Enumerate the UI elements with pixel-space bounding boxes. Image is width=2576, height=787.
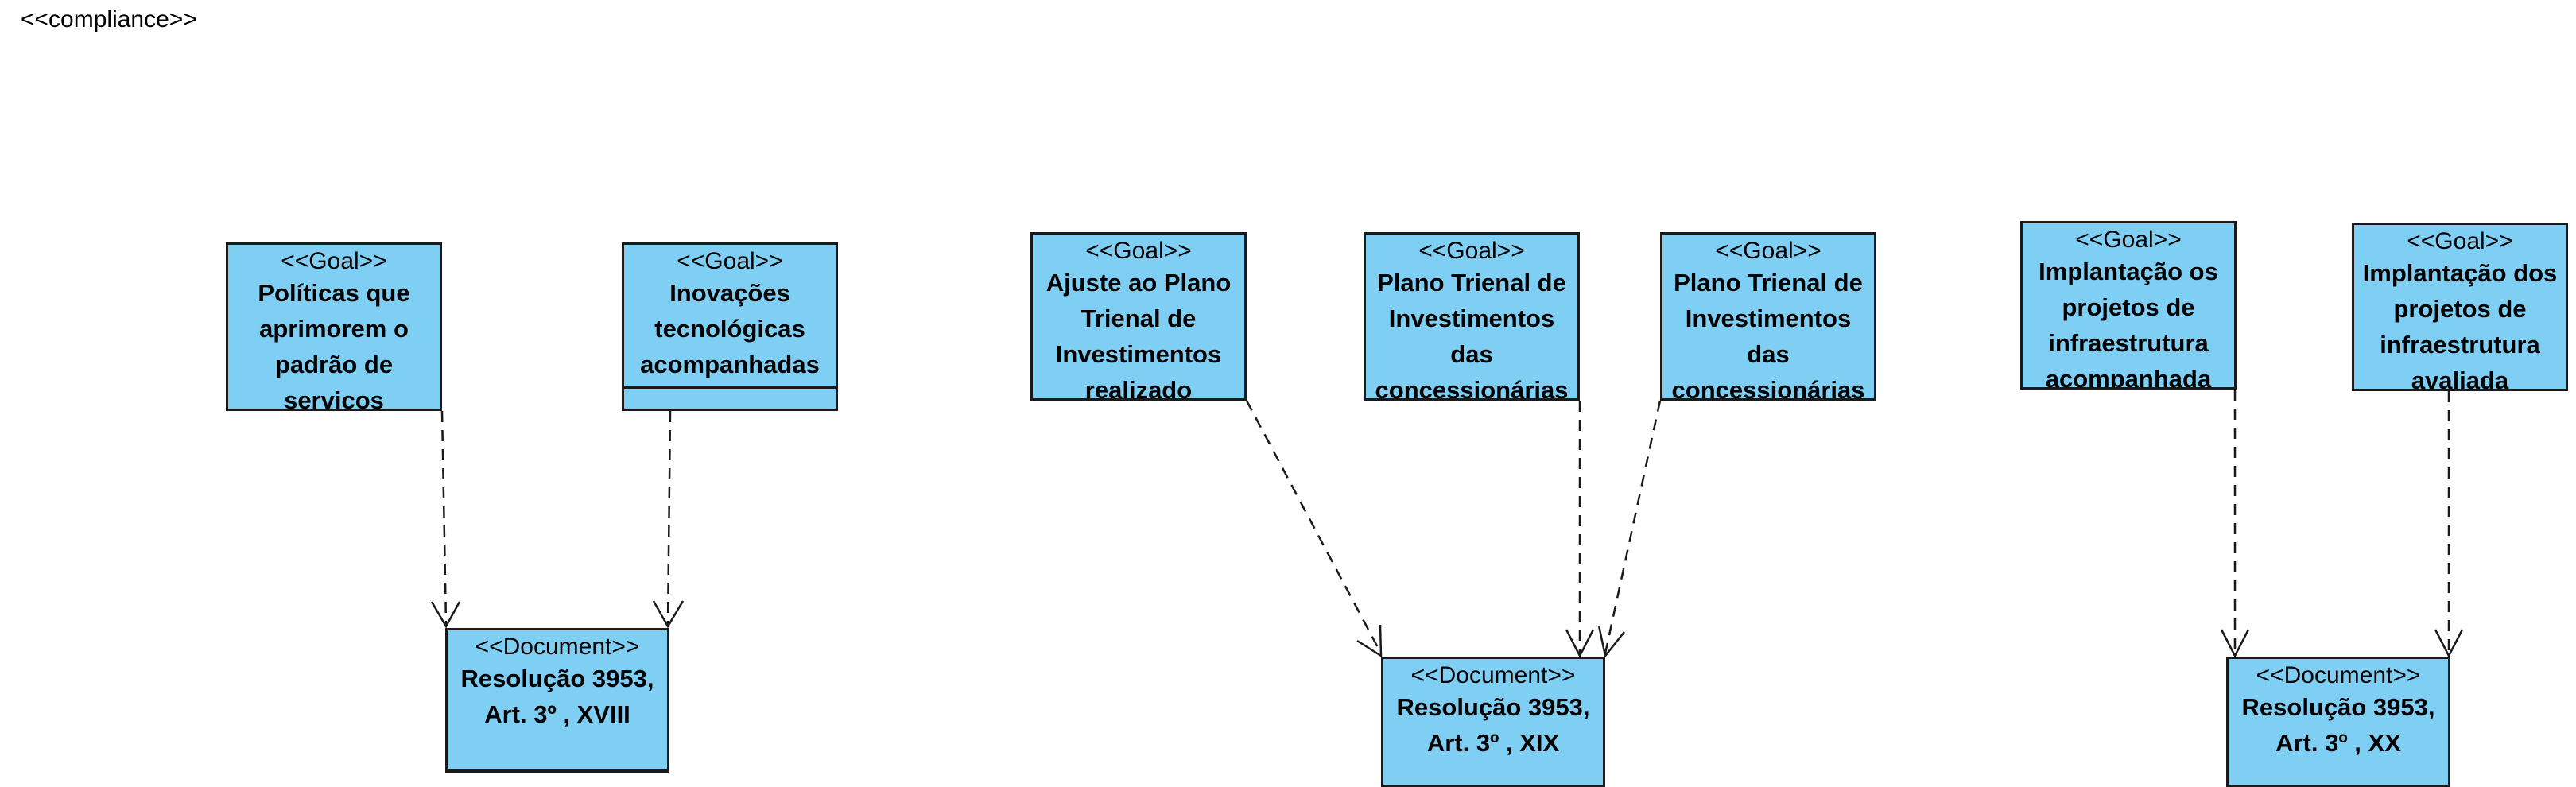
divider [624,386,836,389]
arrowhead [1356,624,1383,658]
arrowhead [1565,629,1595,658]
goal-stereotype: <<Goal>> [1418,238,1525,264]
dependency-line [440,410,448,625]
dependency-line [1604,400,1662,654]
goal-stereotype: <<Goal>> [2407,228,2513,254]
goal-node[interactable]: <<Goal>> Inovações tecnológicas acompanh… [622,242,838,411]
diagram-stereotype-label: <<compliance>> [21,6,197,33]
goal-title: Ajuste ao Plano Trienal de Investimentos… [1046,269,1232,401]
goal-node[interactable]: <<Goal>> Políticas que aprimorem o padrã… [226,242,442,411]
arrowhead [1597,625,1625,658]
document-node[interactable]: <<Document>> Resolução 3953, Art. 3º , X… [1381,657,1605,787]
document-node[interactable]: <<Document>> Resolução 3953, Art. 3º , X… [445,628,669,771]
goal-node[interactable]: <<Goal>> Implantação os projetos de infr… [2020,221,2237,390]
document-stereotype: <<Document>> [475,634,640,660]
goal-title: Implantação dos projetos de infraestrutu… [2362,259,2558,391]
goal-node[interactable]: <<Goal>> Plano Trienal de Investimentos … [1364,232,1580,401]
goal-node[interactable]: <<Goal>> Implantação dos projetos de inf… [2352,223,2568,391]
arrowhead [430,601,461,629]
document-stereotype: <<Document>> [1410,662,1576,688]
goal-node[interactable]: <<Goal>> Plano Trienal de Investimentos … [1660,232,1876,401]
arrowhead [652,600,685,629]
goal-node[interactable]: <<Goal>> Ajuste ao Plano Trienal de Inve… [1030,232,1247,401]
goal-stereotype: <<Goal>> [2075,227,2182,253]
goal-stereotype: <<Goal>> [677,248,783,274]
document-node[interactable]: <<Document>> Resolução 3953, Art. 3º , X… [2226,657,2450,787]
goal-title: Inovações tecnológicas acompanhadas [640,279,820,378]
divider [445,770,669,773]
document-title: Resolução 3953, Art. 3º , XIX [1396,693,1590,757]
goal-title: Plano Trienal de Investimentos das conce… [1375,269,1569,401]
dependency-line [666,410,672,625]
goal-stereotype: <<Goal>> [281,248,387,274]
document-title: Resolução 3953, Art. 3º , XVIII [460,665,654,728]
goal-stereotype: <<Goal>> [1715,238,1821,264]
dependency-line [1245,400,1383,654]
goal-stereotype: <<Goal>> [1085,238,1192,264]
arrowhead [2434,629,2464,658]
goal-title: Plano Trienal de Investimentos das conce… [1671,269,1865,401]
arrowhead [2220,629,2250,658]
goal-title: Políticas que aprimorem o padrão de serv… [258,279,410,411]
document-title: Resolução 3953, Art. 3º , XX [2241,693,2435,757]
document-stereotype: <<Document>> [2256,662,2421,688]
goal-title: Implantação os projetos de infraestrutur… [2039,258,2218,390]
